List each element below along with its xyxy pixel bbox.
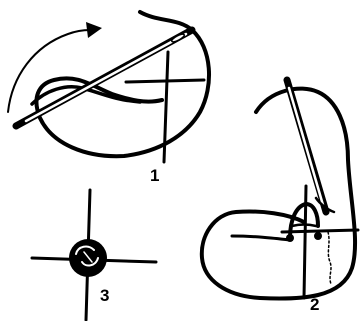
step-1-vertical-thread (164, 52, 168, 162)
step-2-illustration (202, 80, 358, 299)
step-1-number: 1 (150, 167, 159, 184)
step-2-inner-thread (232, 236, 290, 240)
step-1-horizontal-thread (126, 80, 204, 82)
step-1-illustration (8, 12, 209, 162)
step-2-number: 2 (310, 296, 319, 313)
step-2-dotted-stitch (328, 232, 331, 284)
step-3-french-knot (69, 239, 107, 277)
step-2-horizontal-thread (282, 230, 358, 232)
step-2-thread-loop (202, 89, 355, 299)
step-1-rotation-arrow (8, 30, 90, 112)
step-3-number: 3 (100, 287, 109, 304)
step-3-illustration (32, 190, 156, 320)
step-1-arrow-head (86, 22, 102, 38)
